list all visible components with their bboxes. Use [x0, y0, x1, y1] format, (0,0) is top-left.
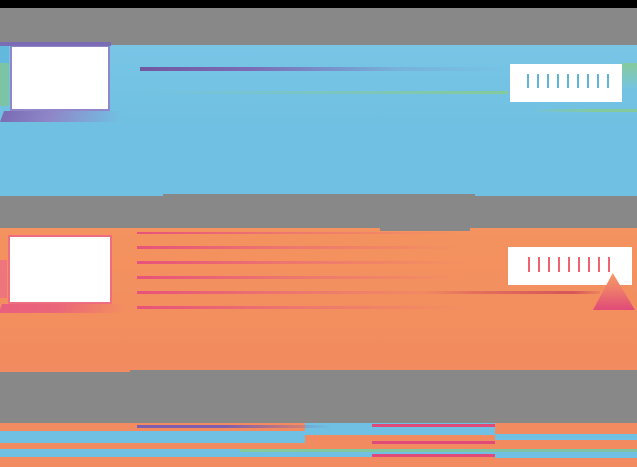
redacted-text-stripe: [137, 276, 465, 279]
green-glitch-line: [240, 448, 495, 452]
top-bar-left-segment: [0, 0, 153, 10]
barcode-tick: [577, 74, 580, 88]
divider-placeholder-notch-bottom: [380, 228, 470, 231]
left-edge-pink-accent: [0, 260, 7, 298]
stripe: [0, 448, 305, 457]
purple-accent-line: [140, 67, 508, 71]
barcode-tick: [557, 74, 560, 88]
footer-text-placeholder: [0, 372, 637, 423]
stripe: [0, 431, 305, 443]
blue-card-shadow-swoosh: [0, 111, 129, 122]
left-edge-blue-accent: [0, 46, 9, 64]
barcode-tick: [537, 74, 540, 88]
barcode-tick: [578, 257, 581, 272]
green-accent-line-upper: [140, 91, 508, 94]
redacted-text-stripe: [137, 261, 465, 265]
orange-banner-card-thumbnail: [8, 235, 112, 304]
barcode-tick: [538, 257, 541, 272]
pink-glitch-line: [372, 453, 495, 457]
blue-banner-card-thumbnail: [10, 45, 110, 111]
redacted-text-stripe: [137, 306, 465, 309]
barcode-tick: [527, 74, 530, 88]
divider-placeholder-notch-top: [163, 194, 475, 196]
barcode-tick: [558, 257, 561, 272]
barcode-tick: [547, 74, 550, 88]
left-edge-green-accent: [0, 63, 9, 106]
barcode-tick: [607, 74, 610, 88]
barcode-tick: [548, 257, 551, 272]
redacted-text-stripe: [137, 291, 465, 294]
green-accent-line-lower: [537, 109, 637, 112]
green-glow-accent: [622, 63, 637, 90]
pink-glitch-line: [372, 424, 495, 427]
barcode-tick: [587, 74, 590, 88]
stripe: [495, 457, 637, 467]
pink-glitch-line: [372, 440, 495, 444]
stripe: [495, 423, 637, 434]
barcode-tick: [588, 257, 591, 272]
barcode-tick: [597, 74, 600, 88]
header-text-placeholder: [0, 8, 637, 46]
purple-card-top-line: [0, 42, 111, 46]
redacted-text-stripe: [137, 246, 465, 250]
orange-card-shadow-swoosh: [0, 304, 130, 313]
mid-text-placeholder: [0, 196, 637, 228]
top-bar-right-segment: [153, 0, 637, 8]
footer-placeholder-notch: [130, 370, 637, 372]
blue-barcode-box: [510, 64, 622, 102]
barcode-tick: [567, 74, 570, 88]
stripe: [495, 433, 637, 440]
barcode-tick: [598, 257, 601, 272]
stripe: [495, 451, 637, 458]
barcode-tick: [568, 257, 571, 272]
stripe: [0, 457, 305, 467]
orange-ticket-banner[interactable]: [0, 228, 637, 372]
redacted-text-stripe: [137, 231, 465, 235]
barcode-tick: [528, 257, 531, 272]
stripe: [305, 457, 495, 467]
violet-glitch-line: [137, 424, 332, 428]
stripe: [0, 443, 305, 449]
dark-red-accent-line: [420, 291, 600, 294]
stripe: [495, 448, 637, 452]
blue-ticket-banner[interactable]: [0, 45, 637, 196]
stripe: [495, 439, 637, 449]
barcode-tick: [608, 257, 611, 272]
